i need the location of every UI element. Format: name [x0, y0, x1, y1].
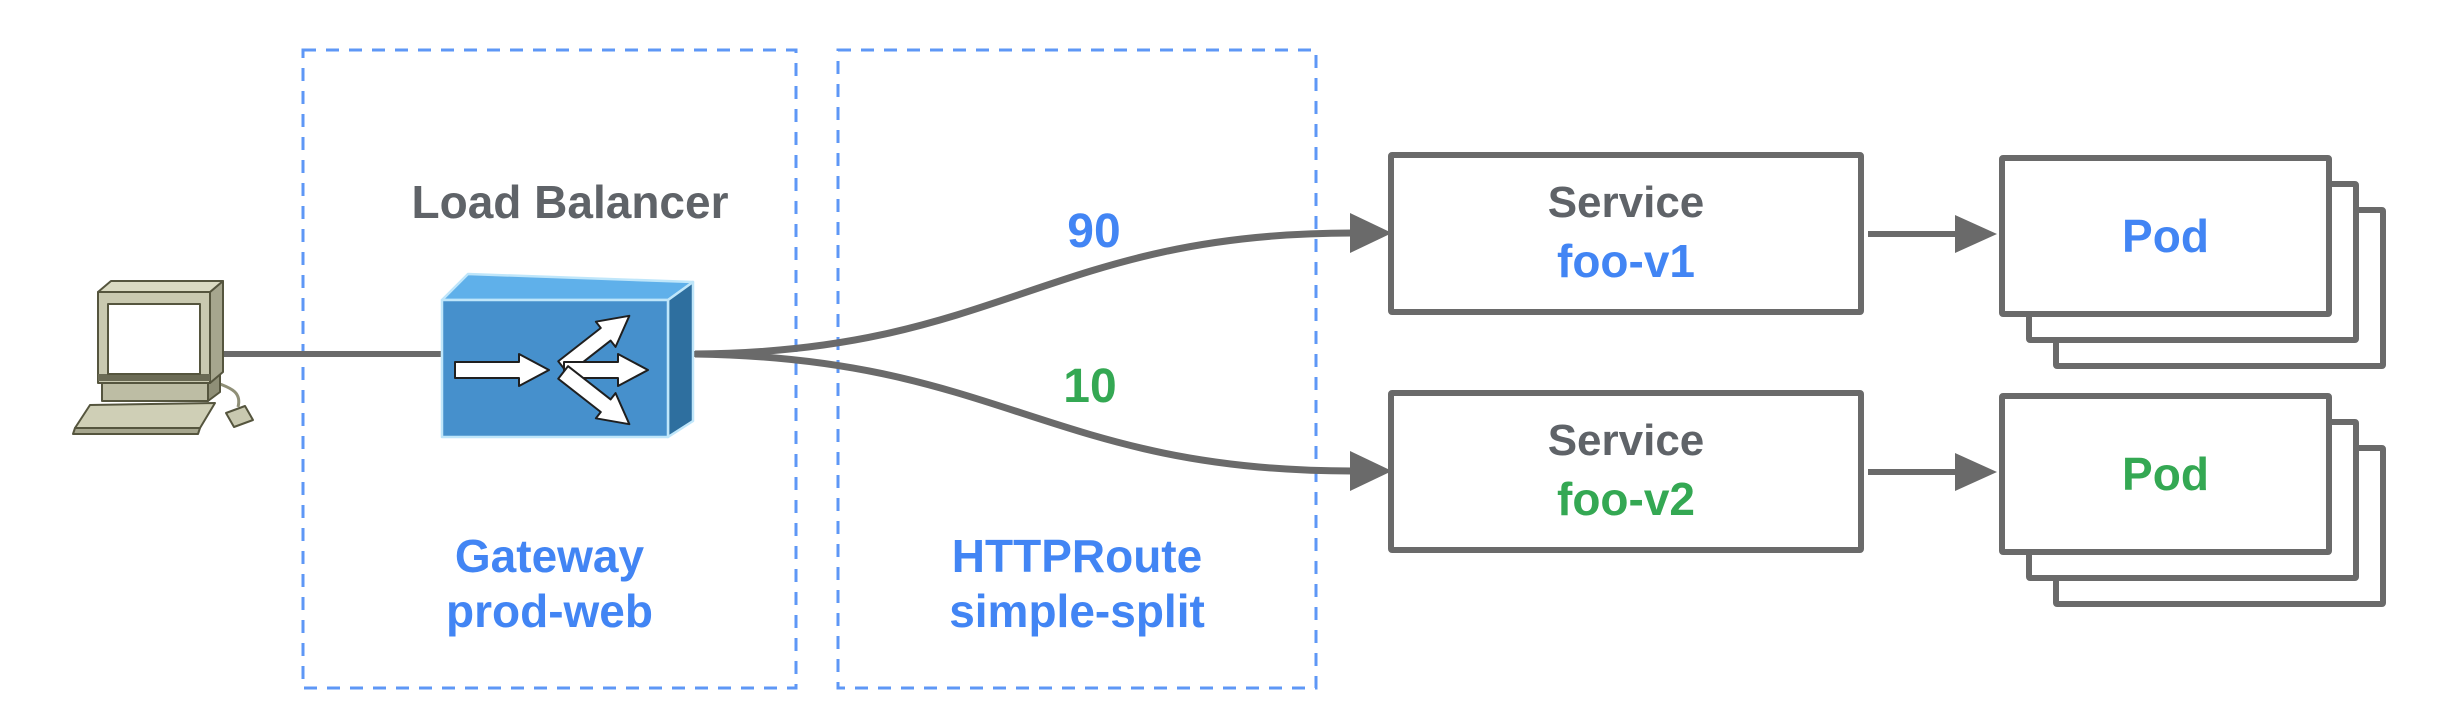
pod-foo-v1-label: Pod	[2122, 210, 2209, 262]
route-90-arrow	[694, 213, 1392, 358]
pod-stack-foo-v2	[1999, 393, 2386, 607]
split-arrows-icon	[454, 314, 649, 426]
route-10-arrowhead-icon	[1350, 451, 1392, 491]
gateway-boundary-box	[301, 48, 798, 690]
desktop-computer-icon	[72, 280, 254, 435]
service-foo-v1-title: Service	[1547, 178, 1705, 227]
service-foo-v2-name: foo-v2	[1557, 473, 1695, 525]
service-foo-v2-box	[1388, 390, 1864, 553]
httproute-kind-label: HTTPRoute	[951, 530, 1203, 582]
route-10-arrow	[694, 350, 1392, 491]
service-foo-v1-box	[1388, 152, 1864, 315]
service2-to-pod-arrow	[1868, 453, 1997, 491]
pod-foo-v2-label: Pod	[2122, 448, 2209, 500]
service-foo-v1-name: foo-v1	[1557, 235, 1695, 287]
service-foo-v2-title: Service	[1547, 416, 1705, 465]
gateway-kind-label: Gateway	[454, 530, 645, 582]
load-balancer-icon	[440, 272, 695, 439]
route-weight-10-label: 10	[1063, 360, 1117, 413]
route-weight-90-label: 90	[1067, 205, 1121, 258]
httproute-name-label: simple-split	[949, 585, 1205, 637]
gateway-name-label: prod-web	[446, 585, 653, 637]
pod-card-front	[1999, 155, 2332, 317]
service1-to-pod-arrow	[1868, 215, 1997, 253]
pod-card-front	[1999, 393, 2332, 555]
route-90-arrowhead-icon	[1350, 213, 1392, 253]
pod-stack-foo-v1	[1999, 155, 2386, 369]
load-balancer-title: Load Balancer	[411, 176, 729, 228]
